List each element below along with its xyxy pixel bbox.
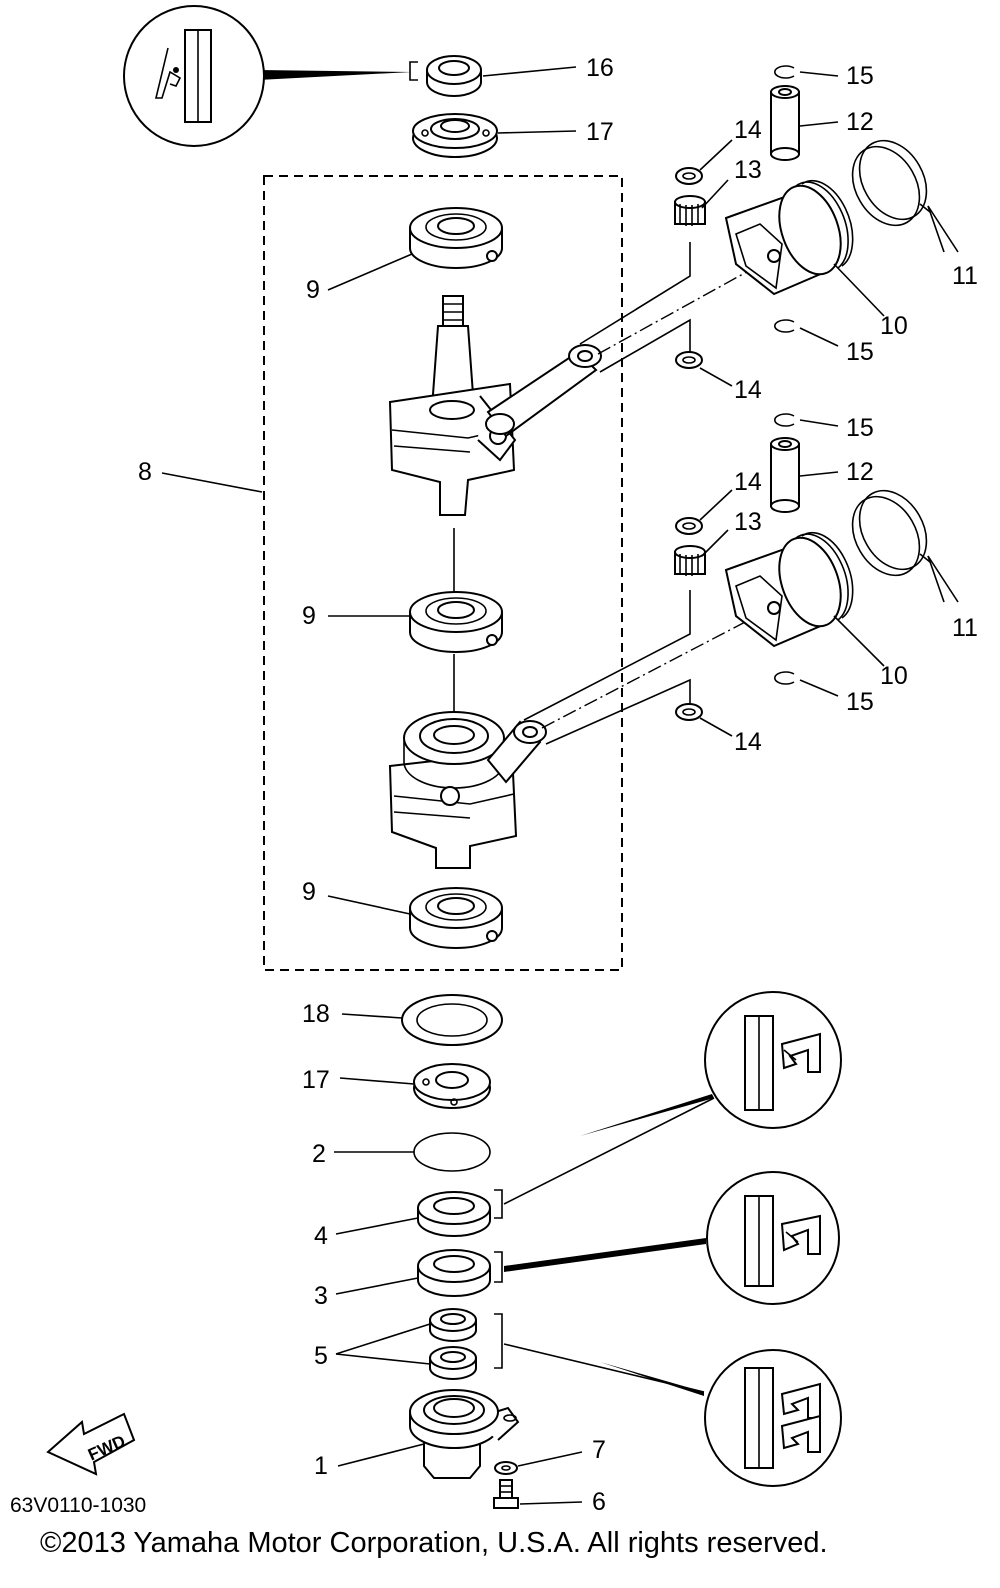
callout-15-b: 15 — [846, 338, 874, 366]
callout-14-c: 14 — [734, 468, 762, 496]
seal-detail-bubble-5 — [704, 1349, 842, 1487]
callout-9-top: 9 — [306, 276, 320, 304]
connecting-rod-upper — [485, 344, 602, 438]
bearing-9-middle — [409, 591, 503, 653]
washer-14-c — [675, 517, 703, 535]
piston-rings-11-upper — [851, 139, 931, 227]
piston-rings-11-lower — [851, 489, 931, 577]
callout-17-bottom: 17 — [302, 1066, 330, 1094]
needle-bearing-13-lower — [674, 545, 706, 576]
callout-9-bottom: 9 — [302, 878, 316, 906]
callout-15-a: 15 — [846, 62, 874, 90]
bolt-6 — [493, 1479, 519, 1509]
callout-2: 2 — [312, 1140, 326, 1168]
callout-12-lower: 12 — [846, 458, 874, 486]
washer-7 — [494, 1461, 518, 1475]
seal-housing-17-top — [412, 113, 498, 158]
callout-9-middle: 9 — [302, 602, 316, 630]
callout-1: 1 — [314, 1452, 328, 1480]
circlip-15-a — [774, 65, 795, 79]
circlip-15-b — [774, 319, 795, 333]
fwd-arrow-icon: FWD — [46, 1412, 136, 1476]
callout-13-lower: 13 — [734, 508, 762, 536]
callout-10-lower: 10 — [880, 662, 908, 690]
callout-18: 18 — [302, 1000, 330, 1028]
washer-14-b — [675, 351, 703, 369]
callout-14-d: 14 — [734, 728, 762, 756]
oil-seal-16 — [426, 55, 482, 97]
callout-10-upper: 10 — [880, 312, 908, 340]
circlip-15-d — [774, 671, 795, 685]
callout-6: 6 — [592, 1488, 606, 1516]
oil-seal-3 — [417, 1249, 491, 1297]
callout-12-upper: 12 — [846, 108, 874, 136]
callout-7: 7 — [592, 1436, 606, 1464]
callout-11-lower: 11 — [952, 614, 978, 642]
callout-4: 4 — [314, 1222, 328, 1250]
bearing-9-top — [409, 207, 503, 269]
copyright-notice: ©2013 Yamaha Motor Corporation, U.S.A. A… — [40, 1527, 828, 1559]
lower-seal-housing-1 — [409, 1389, 520, 1479]
piston-10-upper — [724, 179, 854, 296]
washer-14-d — [675, 703, 703, 721]
oil-seal-5-upper — [429, 1308, 477, 1342]
piston-pin-12-upper — [770, 85, 800, 161]
callout-13-upper: 13 — [734, 156, 762, 184]
callout-15-c: 15 — [846, 414, 874, 442]
callout-5: 5 — [314, 1342, 328, 1370]
callout-14-a: 14 — [734, 116, 762, 144]
seal-housing-17-bottom — [413, 1063, 491, 1109]
piston-pin-12-lower — [770, 437, 800, 513]
o-ring-2 — [413, 1132, 491, 1172]
seal-detail-bubble-top — [123, 5, 412, 147]
callout-3: 3 — [314, 1282, 328, 1310]
gasket-18 — [401, 994, 503, 1046]
diagram-code: 63V0110-1030 — [10, 1494, 146, 1517]
callout-8: 8 — [138, 458, 152, 486]
callout-11-upper: 11 — [952, 262, 978, 290]
seal-detail-bubble-3 — [706, 1171, 840, 1305]
crankshaft-assembly-boundary — [263, 175, 623, 971]
callout-16: 16 — [586, 54, 614, 82]
oil-seal-4 — [417, 1191, 491, 1237]
callout-17-top: 17 — [586, 118, 614, 146]
crankshaft-lower — [388, 711, 518, 869]
connecting-rod-lower — [486, 720, 547, 784]
washer-14-a — [675, 167, 703, 185]
callout-15-d: 15 — [846, 688, 874, 716]
bearing-9-bottom — [409, 887, 503, 949]
piston-10-lower — [724, 531, 854, 648]
seal-detail-bubble-4 — [704, 991, 842, 1129]
needle-bearing-13-upper — [674, 195, 706, 226]
callout-14-b: 14 — [734, 376, 762, 404]
oil-seal-5-lower — [429, 1346, 477, 1380]
circlip-15-c — [774, 413, 795, 427]
